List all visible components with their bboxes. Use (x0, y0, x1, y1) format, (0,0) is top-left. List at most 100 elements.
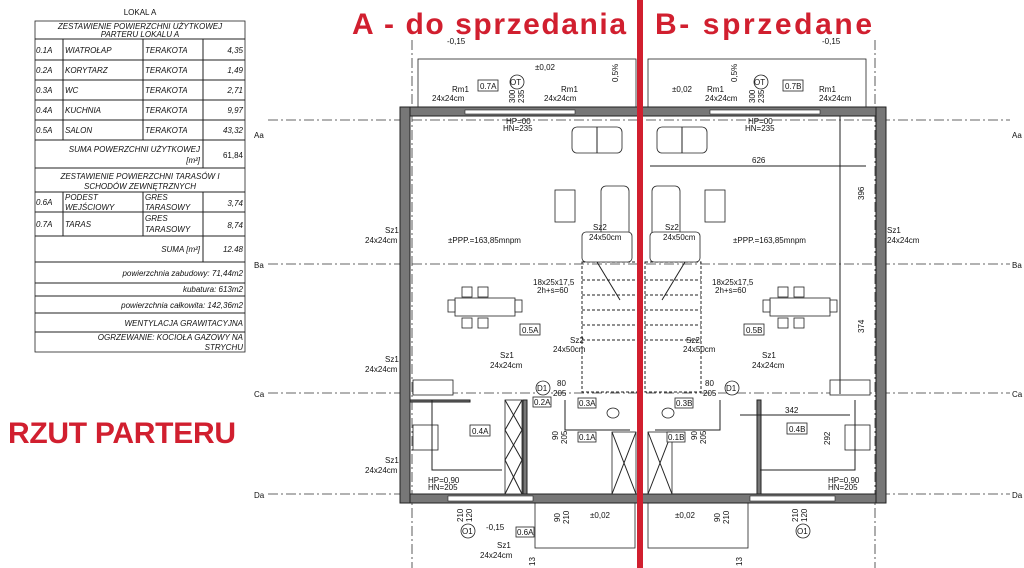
plan-annotation: 210 (456, 508, 465, 522)
plan-annotation: Sz1 (385, 456, 399, 465)
sum-label: SUMA [m²] (161, 245, 201, 254)
room-tag: 0.2A (534, 398, 551, 407)
plan-annotation: Rm1 (452, 85, 469, 94)
room-tag: 0.6A (517, 528, 534, 537)
plan-annotation: TERAKOTA (145, 66, 188, 75)
heating: OGRZEWANIE: KOCIOŁA GAZOWY NA (98, 333, 243, 342)
unit-divider-line (637, 0, 643, 568)
table-header: PARTERU LOKALU A (101, 30, 180, 39)
room-tag: 0.1A (579, 433, 596, 442)
level-mark: ±0,02 (675, 511, 696, 520)
plan-annotation: 24x50cm (553, 345, 586, 354)
plan-annotation: 0.3A (36, 86, 52, 95)
tag-ot: OT (754, 78, 765, 87)
plan-annotation: Sz1 (497, 541, 511, 550)
table-header: ZESTAWIENIE POWIERZCHNI TARASÓW I (59, 172, 220, 181)
plan-annotation: 90 (553, 513, 562, 522)
tag-d1: D1 (726, 384, 737, 393)
plan-annotation: 24x50cm (683, 345, 716, 354)
level-mark: ±PPP.=163,85mnpm (448, 236, 521, 245)
plan-annotation: Sz2 (570, 336, 584, 345)
level-mark: ±PPP.=163,85mnpm (733, 236, 806, 245)
unit-a-title: A - do sprzedania (352, 8, 626, 41)
dimension: 292 (823, 431, 832, 445)
plan-annotation: 90 (713, 513, 722, 522)
tag-ot: OT (510, 78, 521, 87)
sum-label: SUMA POWERZCHNI UŻYTKOWEJ (69, 145, 201, 154)
tag-d1: D1 (537, 384, 548, 393)
sum-unit: [m²] (185, 156, 201, 165)
plan-annotation: Sz1 (385, 226, 399, 235)
plan-annotation: 235 (517, 89, 526, 103)
plan-annotation: 205 (699, 430, 708, 444)
room-tag: 0.4B (789, 425, 805, 434)
plan-annotation: 18x25x17,5 (712, 278, 754, 287)
plan-annotation: 24x24cm (365, 466, 398, 475)
plan-annotation: 2h+s=60 (715, 286, 747, 295)
slope-mark: 0,5% (730, 64, 739, 82)
plan-annotation: 13 (735, 557, 744, 566)
tag-o1: O1 (797, 527, 808, 536)
plan-annotation: 8,74 (227, 221, 243, 230)
axis-label-ca: Ca (254, 390, 265, 399)
plan-labels: 0.7A 0.7B 0.5A 0.5B 0.4A 0.4B 0.3A 0.3B … (365, 37, 920, 566)
plan-annotation: HN=235 (503, 124, 533, 133)
plan-annotation: HN=235 (745, 124, 775, 133)
plan-annotation: SALON (65, 126, 92, 135)
plan-annotation: 24x24cm (490, 361, 523, 370)
furniture (412, 126, 871, 471)
plan-annotation: 24x50cm (663, 233, 696, 242)
plan-annotation: TERAKOTA (145, 46, 188, 55)
plan-annotation: 4,35 (227, 46, 243, 55)
plan-annotation: 205 (553, 389, 567, 398)
plan-annotation: Sz1 (500, 351, 514, 360)
plan-annotation: Sz2 (686, 336, 700, 345)
plan-annotation: 18x25x17,5 (533, 278, 575, 287)
sum-value: 61,84 (223, 151, 244, 160)
room-tag: 0.5A (522, 326, 539, 335)
room-tag: 0.3B (676, 399, 692, 408)
plan-annotation: 2h+s=60 (537, 286, 569, 295)
room-tag: 0.1B (668, 433, 684, 442)
plan-annotation: Sz2 (593, 223, 607, 232)
plan-annotation: TARASOWY (145, 203, 191, 212)
plan-annotation: TERAKOTA (145, 86, 188, 95)
axis-label-aa: Aa (254, 131, 264, 140)
room-tag: 0.7B (785, 82, 801, 91)
slope-mark: 0,5% (611, 64, 620, 82)
plan-annotation: 205 (703, 389, 717, 398)
plan-annotation: 210 (791, 508, 800, 522)
plan-annotation: 300 (508, 89, 517, 103)
plan-annotation: HP=0,90 (828, 476, 860, 485)
axis-label-da: Da (1012, 491, 1023, 500)
plan-annotation: 0.5A (36, 126, 52, 135)
plan-annotation: 1,49 (227, 66, 243, 75)
room-tag: 0.7A (480, 82, 497, 91)
unit-b-title: B- sprzedane (655, 8, 872, 41)
plan-annotation: TERAKOTA (145, 106, 188, 115)
room-tag: 0.3A (579, 399, 596, 408)
dimension: 342 (785, 406, 799, 415)
plan-annotation: 80 (557, 379, 566, 388)
plan-annotation: TARAS (65, 220, 92, 229)
lokal-title: LOKAL A (124, 8, 157, 17)
level-mark: ±0,02 (672, 85, 693, 94)
plan-annotation: 0.6A (36, 198, 52, 207)
plan-annotation: HP=00 (748, 117, 773, 126)
plan-annotation: 90 (690, 431, 699, 440)
plan-annotation: Sz1 (762, 351, 776, 360)
dimension: 626 (752, 156, 766, 165)
plan-annotation: TERAKOTA (145, 126, 188, 135)
plan-annotation: Rm1 (561, 85, 578, 94)
plan-annotation: 24x24cm (480, 551, 513, 560)
plan-annotation: 80 (705, 379, 714, 388)
plan-annotation: WEJŚCIOWY (65, 203, 115, 212)
plan-annotation: 0.2A (36, 66, 52, 75)
plan-annotation: 210 (562, 510, 571, 524)
